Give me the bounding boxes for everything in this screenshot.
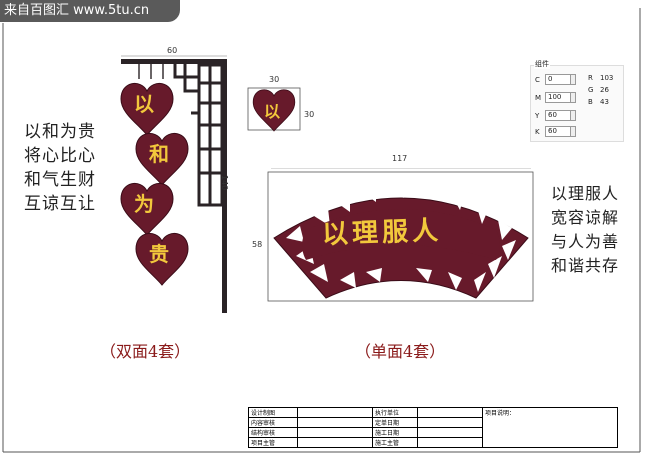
cmyk-m-field[interactable]: 100 bbox=[545, 92, 571, 103]
single-heart-char: 以 bbox=[264, 102, 281, 121]
title-block-table: 设计制图 执行单位 项目说明： 内容审核 定单日期 结构审核 施工日期 项目主管… bbox=[248, 407, 618, 448]
tb-notes: 项目说明： bbox=[482, 407, 618, 448]
rgb-r-value: 103 bbox=[600, 74, 614, 82]
tb-cell bbox=[297, 407, 373, 418]
tb-cell bbox=[297, 417, 373, 428]
heart-2-char: 和 bbox=[149, 142, 169, 166]
cmyk-c-field[interactable]: 0 bbox=[545, 74, 571, 85]
cmyk-m-spinner[interactable] bbox=[571, 92, 576, 103]
tb-cell bbox=[297, 427, 373, 438]
dim-height-140: 140 bbox=[220, 175, 229, 191]
rgb-r-label: R bbox=[588, 74, 593, 82]
rgb-g: G 26 bbox=[588, 85, 612, 95]
fan-title: 以理服人 bbox=[321, 215, 443, 251]
dim-width-60: 60 bbox=[167, 46, 178, 55]
table-row: 项目主管 施工主管 bbox=[248, 437, 618, 448]
dim-30-top: 30 bbox=[269, 75, 280, 84]
tb-cell: 结构审核 bbox=[248, 427, 298, 438]
right-poem-line-2: 宽容谅解 bbox=[551, 208, 620, 227]
cmyk-k-label: K bbox=[535, 127, 540, 136]
cmyk-y-field[interactable]: 60 bbox=[545, 110, 571, 121]
right-poem: 以理服人 宽容谅解 与人为善 和谐共存 bbox=[551, 182, 619, 278]
left-poem-line-3: 和气生财 bbox=[24, 170, 96, 190]
dim-30-side: 30 bbox=[304, 110, 315, 119]
tb-cell: 内容审核 bbox=[248, 417, 298, 428]
heart-4-char: 贵 bbox=[149, 242, 169, 266]
tb-cell: 项目主管 bbox=[248, 437, 298, 448]
cmyk-y-row: Y 60 bbox=[535, 110, 576, 121]
single-heart-detail bbox=[247, 87, 301, 132]
cmyk-y-label: Y bbox=[535, 111, 540, 120]
dim-width-117: 117 bbox=[392, 154, 408, 163]
color-panel-title: 组件 bbox=[534, 59, 550, 69]
tb-cell: 定单日期 bbox=[372, 417, 418, 428]
left-poem: 以和为贵 将心比心 和气生财 互谅互让 bbox=[24, 120, 96, 216]
left-poem-line-2: 将心比心 bbox=[24, 146, 96, 166]
tb-cell bbox=[297, 437, 373, 448]
rgb-g-value: 26 bbox=[600, 86, 609, 94]
caption-double-sided: （双面4套） bbox=[100, 342, 191, 361]
tb-cell bbox=[417, 427, 483, 438]
fan-sign bbox=[267, 168, 534, 302]
cmyk-m-label: M bbox=[535, 93, 542, 102]
left-poem-line-4: 互谅互让 bbox=[24, 194, 96, 214]
tb-cell bbox=[417, 407, 483, 418]
table-row: 设计制图 执行单位 项目说明： bbox=[248, 407, 618, 448]
right-poem-line-3: 与人为善 bbox=[551, 232, 620, 251]
watermark-banner: 来自百图汇 www.5tu.cn bbox=[0, 0, 180, 22]
lattice-pole-sign bbox=[121, 55, 227, 313]
tb-cell: 设计制图 bbox=[248, 407, 298, 418]
cmyk-k-spinner[interactable] bbox=[571, 126, 576, 137]
right-poem-line-4: 和谐共存 bbox=[551, 256, 620, 275]
left-poem-line-1: 以和为贵 bbox=[24, 122, 96, 142]
cmyk-k-field[interactable]: 60 bbox=[545, 126, 571, 137]
rgb-b: B 43 bbox=[588, 97, 612, 107]
cmyk-k-row: K 60 bbox=[535, 126, 576, 137]
tb-cell bbox=[417, 437, 483, 448]
tb-cell: 执行单位 bbox=[372, 407, 418, 418]
dim-height-58: 58 bbox=[252, 240, 263, 249]
cmyk-y-spinner[interactable] bbox=[571, 110, 576, 121]
heart-1-char: 以 bbox=[134, 92, 154, 116]
right-poem-line-1: 以理服人 bbox=[551, 184, 620, 203]
heart-3-char: 为 bbox=[134, 192, 154, 216]
rgb-r: R 103 bbox=[588, 73, 614, 83]
caption-single-sided: （单面4套） bbox=[355, 342, 446, 361]
tb-cell: 施工主管 bbox=[372, 437, 418, 448]
rgb-b-value: 43 bbox=[600, 98, 609, 106]
rgb-g-label: G bbox=[588, 86, 594, 94]
cmyk-c-label: C bbox=[535, 75, 540, 84]
tb-cell: 施工日期 bbox=[372, 427, 418, 438]
cmyk-c-spinner[interactable] bbox=[571, 74, 576, 85]
rgb-b-label: B bbox=[588, 98, 593, 106]
heart-stack bbox=[120, 82, 189, 286]
tb-cell bbox=[417, 417, 483, 428]
